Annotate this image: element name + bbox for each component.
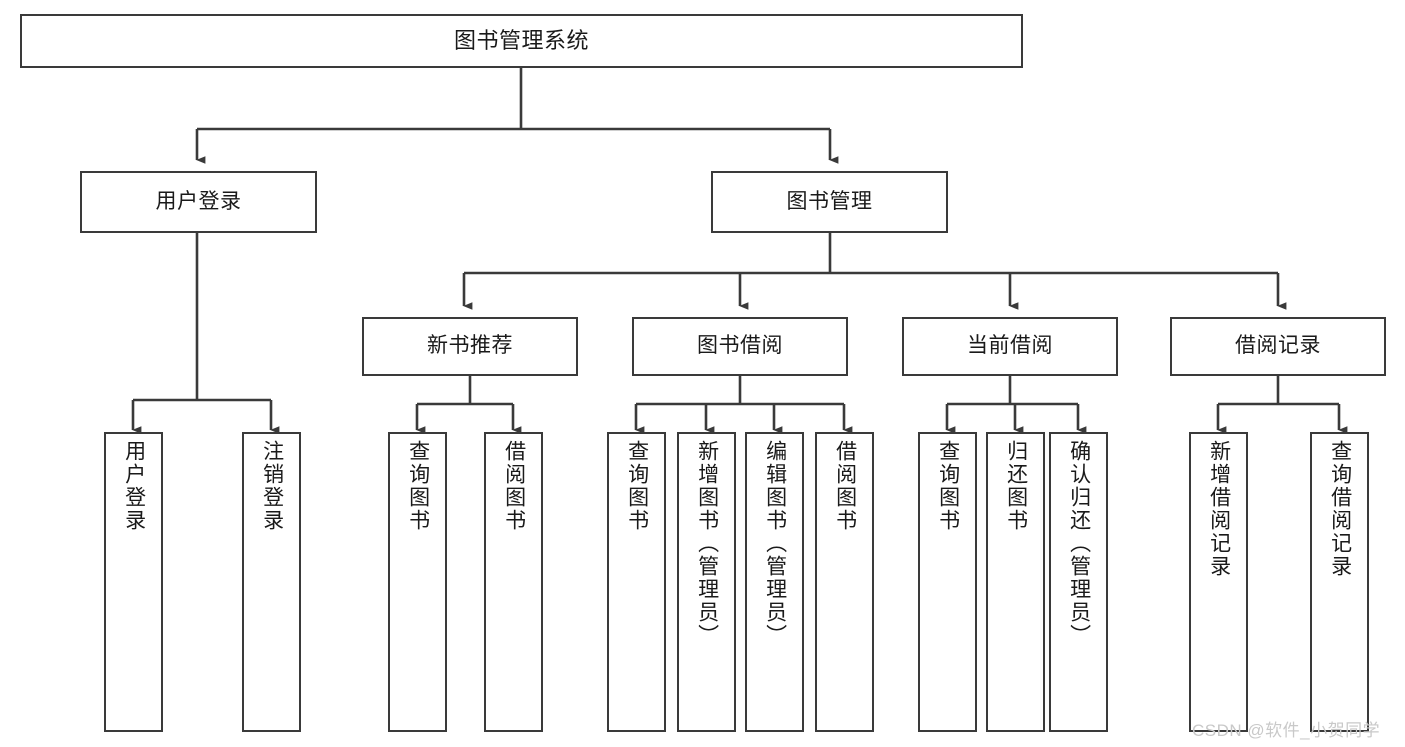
node-label: 图书管理 bbox=[786, 189, 873, 213]
leaf-current-query-book[interactable]: 查询图书 bbox=[918, 432, 977, 732]
node-new-book-recommend[interactable]: 新书推荐 bbox=[362, 317, 578, 376]
node-label: 图书借阅 bbox=[697, 334, 783, 358]
leaf-recommend-query-book[interactable]: 查询图书 bbox=[388, 432, 447, 732]
leaf-user-login-signin[interactable]: 用户登录 bbox=[104, 432, 163, 732]
node-label: 借阅图书 bbox=[833, 440, 857, 532]
node-label: 确认归还（管理员） bbox=[1067, 440, 1091, 647]
leaf-records-query-record[interactable]: 查询借阅记录 bbox=[1310, 432, 1369, 732]
node-label: 新增借阅记录 bbox=[1207, 440, 1231, 578]
leaf-borrow-add-book[interactable]: 新增图书（管理员） bbox=[677, 432, 736, 732]
node-label: 注销登录 bbox=[260, 440, 284, 532]
node-label: 归还图书 bbox=[1004, 440, 1028, 532]
node-label: 查询图书 bbox=[936, 440, 960, 532]
node-label: 查询图书 bbox=[406, 440, 430, 532]
leaf-records-add-record[interactable]: 新增借阅记录 bbox=[1189, 432, 1248, 732]
node-current-borrow[interactable]: 当前借阅 bbox=[902, 317, 1118, 376]
node-label: 借阅记录 bbox=[1235, 334, 1321, 358]
node-user-login[interactable]: 用户登录 bbox=[80, 171, 317, 233]
node-label: 新增图书（管理员） bbox=[695, 440, 719, 647]
node-label: 查询图书 bbox=[625, 440, 649, 532]
leaf-recommend-borrow-book[interactable]: 借阅图书 bbox=[484, 432, 543, 732]
node-borrow-records[interactable]: 借阅记录 bbox=[1170, 317, 1386, 376]
node-label: 借阅图书 bbox=[502, 440, 526, 532]
node-label: 新书推荐 bbox=[427, 334, 513, 358]
node-book-borrow[interactable]: 图书借阅 bbox=[632, 317, 848, 376]
leaf-current-return-book[interactable]: 归还图书 bbox=[986, 432, 1045, 732]
leaf-borrow-borrow-book[interactable]: 借阅图书 bbox=[815, 432, 874, 732]
node-label: 编辑图书（管理员） bbox=[763, 440, 787, 647]
node-root-system[interactable]: 图书管理系统 bbox=[20, 14, 1023, 68]
node-label: 图书管理系统 bbox=[453, 28, 589, 54]
leaf-borrow-edit-book[interactable]: 编辑图书（管理员） bbox=[745, 432, 804, 732]
node-label: 用户登录 bbox=[155, 189, 242, 213]
node-label: 查询借阅记录 bbox=[1328, 440, 1352, 578]
node-label: 当前借阅 bbox=[967, 334, 1053, 358]
node-label: 用户登录 bbox=[122, 440, 146, 532]
leaf-borrow-query-book[interactable]: 查询图书 bbox=[607, 432, 666, 732]
leaf-user-login-signout[interactable]: 注销登录 bbox=[242, 432, 301, 732]
node-book-management[interactable]: 图书管理 bbox=[711, 171, 948, 233]
leaf-current-confirm-return[interactable]: 确认归还（管理员） bbox=[1049, 432, 1108, 732]
